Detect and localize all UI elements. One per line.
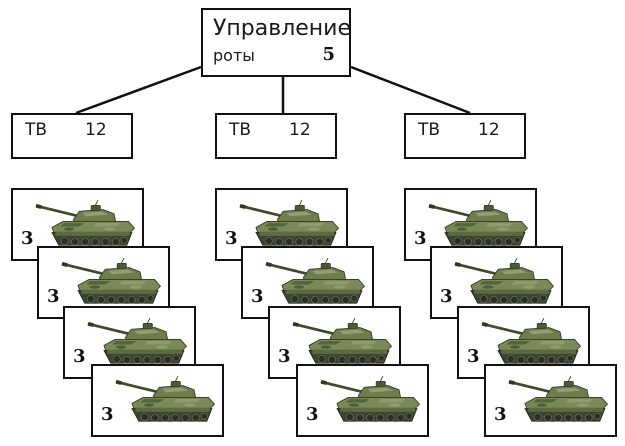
tank-icon	[35, 195, 137, 253]
tank-crew-count: 3	[278, 346, 291, 367]
tank-crew-count: 3	[494, 404, 507, 425]
tank-crew-count: 3	[440, 286, 453, 307]
platoon-count: 12	[478, 120, 500, 140]
platoon-box-1: ТВ 12	[11, 113, 133, 159]
company-hq-box: Управление роты 5	[201, 8, 351, 77]
hq-count: 5	[322, 44, 335, 65]
tank-icon	[454, 253, 556, 311]
tank-crew-count: 3	[251, 286, 264, 307]
tank-icon	[292, 313, 394, 371]
hq-subtitle: роты	[213, 46, 255, 65]
tank-card: 3	[484, 364, 617, 437]
tank-crew-count: 3	[21, 228, 34, 249]
platoon-label: ТВ	[25, 120, 48, 140]
tank-card: 3	[296, 364, 429, 437]
tank-card: 3	[91, 364, 224, 437]
tank-crew-count: 3	[414, 228, 427, 249]
tank-icon	[115, 371, 217, 429]
tank-crew-count: 3	[73, 346, 86, 367]
platoon-box-3: ТВ 12	[404, 113, 526, 159]
tank-crew-count: 3	[225, 228, 238, 249]
tank-icon	[61, 253, 163, 311]
tank-icon	[265, 253, 367, 311]
platoon-count: 12	[289, 120, 311, 140]
platoon-box-2: ТВ 12	[215, 113, 337, 159]
tank-icon	[239, 195, 341, 253]
tank-icon	[87, 313, 189, 371]
hq-title: Управление	[213, 16, 352, 41]
platoon-count: 12	[85, 120, 107, 140]
tank-crew-count: 3	[306, 404, 319, 425]
tank-icon	[508, 371, 610, 429]
tank-crew-count: 3	[47, 286, 60, 307]
platoon-label: ТВ	[418, 120, 441, 140]
connector-right	[350, 65, 471, 115]
tank-icon	[428, 195, 530, 253]
platoon-label: ТВ	[229, 120, 252, 140]
connector-left	[75, 65, 202, 115]
tank-icon	[320, 371, 422, 429]
tank-icon	[481, 313, 583, 371]
tank-crew-count: 3	[467, 346, 480, 367]
tank-crew-count: 3	[101, 404, 114, 425]
